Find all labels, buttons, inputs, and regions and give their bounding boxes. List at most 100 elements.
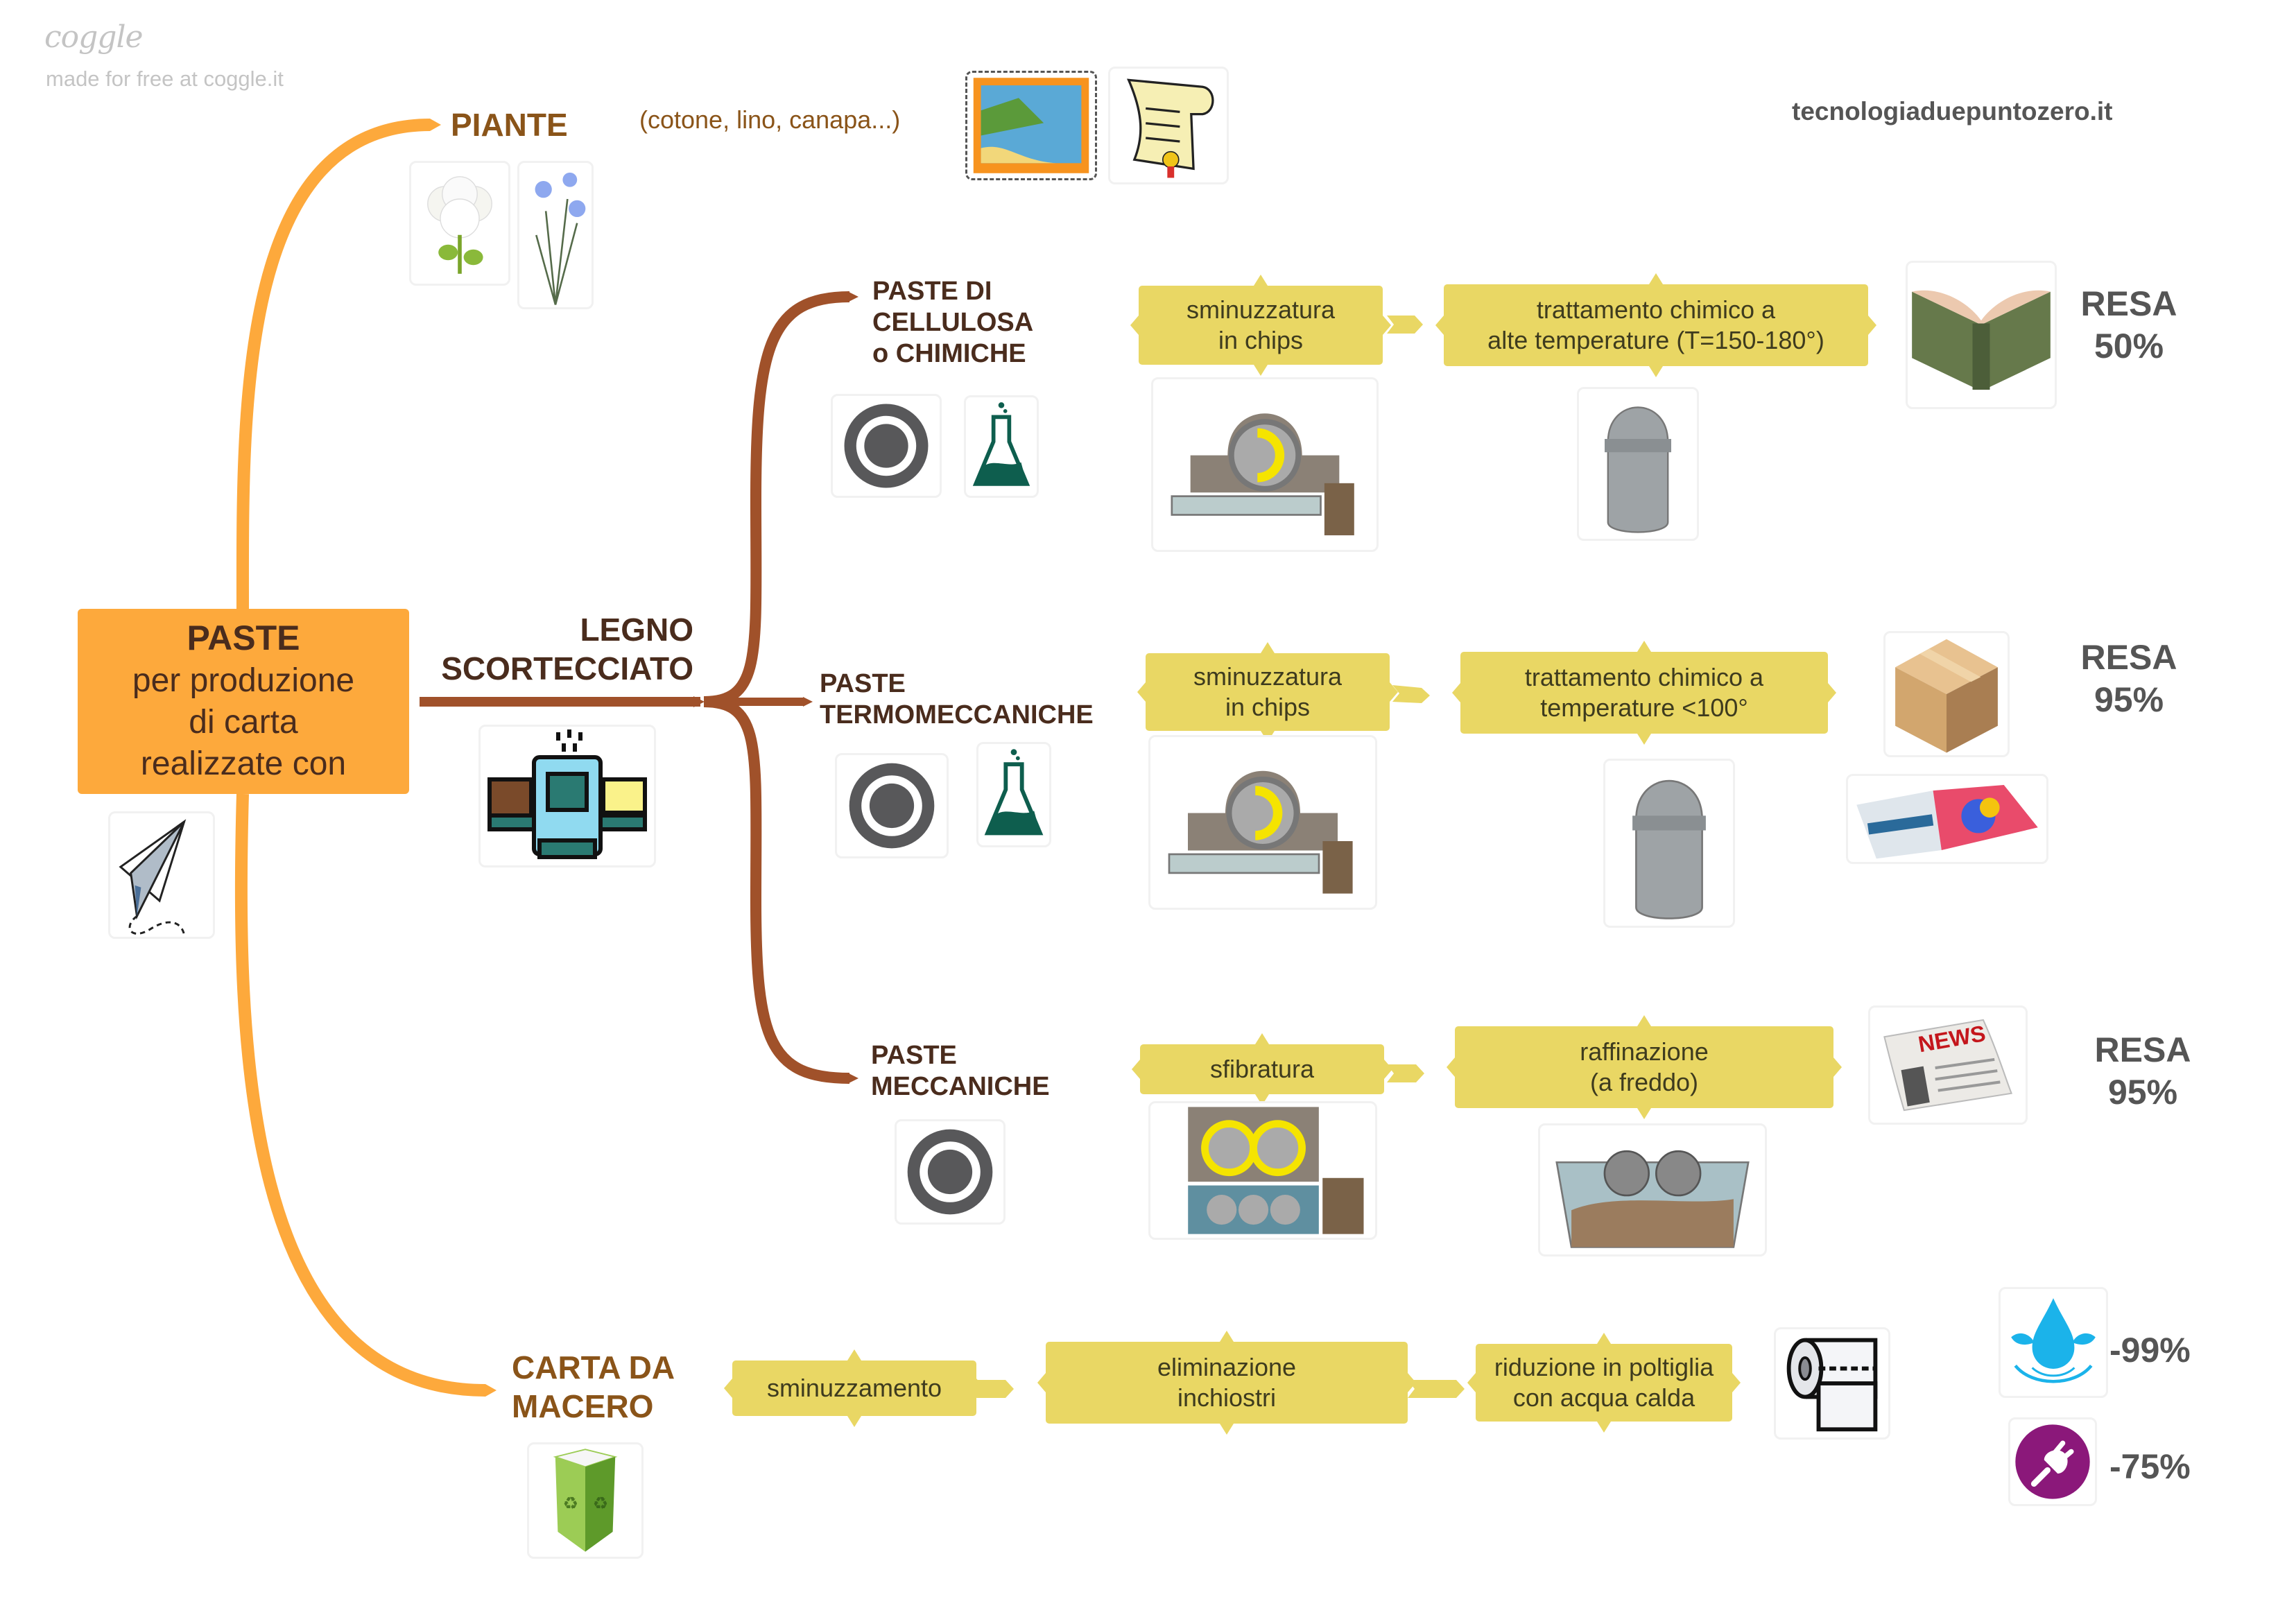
saw-blade-icon xyxy=(895,1119,1006,1225)
debarking-machine-icon xyxy=(478,725,656,867)
resa-meccaniche: RESA 95% xyxy=(2080,1029,2205,1114)
resa-cellulosa: RESA 50% xyxy=(2066,283,2191,368)
resa-value: 50% xyxy=(2094,327,2164,365)
branch-macero xyxy=(234,793,486,1397)
step-arrows xyxy=(976,316,1465,1398)
branch-cellulosa xyxy=(703,291,850,707)
step-text: alte temperature (T=150-180°) xyxy=(1487,326,1824,354)
title-line: MECCANICHE xyxy=(871,1072,1050,1101)
step-text: sfibratura xyxy=(1209,1055,1315,1083)
svg-text:♻: ♻ xyxy=(563,1494,579,1514)
step-raffinazione[interactable]: raffinazione(a freddo) xyxy=(1447,1015,1842,1119)
chipper-machine-icon xyxy=(1151,377,1379,552)
resa-label: RESA xyxy=(2080,284,2177,323)
step-text: raffinazione xyxy=(1580,1037,1709,1066)
step-text: eliminazione xyxy=(1157,1353,1297,1381)
step-sfibratura[interactable]: sfibratura xyxy=(1132,1033,1392,1105)
digester-tank-icon xyxy=(1603,759,1735,928)
energy-saving-value: -75% xyxy=(2109,1447,2191,1486)
step-text: temperature <100° xyxy=(1540,693,1748,722)
title-line: o CHIMICHE xyxy=(872,339,1026,368)
resa-value: 95% xyxy=(2094,680,2164,719)
chipper-machine-icon xyxy=(1148,735,1377,910)
root-node[interactable]: PASTE per produzione di carta realizzate… xyxy=(78,609,409,794)
saw-blade-icon xyxy=(831,394,942,498)
coggle-tagline[interactable]: made for free at coggle.it xyxy=(46,67,284,91)
root-title: PASTE xyxy=(187,619,300,657)
digester-tank-icon xyxy=(1577,387,1699,541)
cardboard-box-icon xyxy=(1883,631,2010,757)
piante-title[interactable]: PIANTE xyxy=(451,107,568,143)
step-arrow xyxy=(1387,1064,1424,1082)
resa-value: 95% xyxy=(2107,1073,2178,1112)
step-sminuzzamento[interactable]: sminuzzamento xyxy=(724,1349,985,1427)
water-drop-icon xyxy=(1999,1287,2108,1398)
meccaniche-title[interactable]: PASTE MECCANICHE xyxy=(871,1040,1050,1103)
resa-label: RESA xyxy=(2080,638,2177,677)
paper-plane-icon xyxy=(108,811,215,939)
title-line: TERMOMECCANICHE xyxy=(820,700,1094,729)
step-arrow xyxy=(976,1380,1014,1398)
cellulosa-title[interactable]: PASTE DI CELLULOSA o CHIMICHE xyxy=(872,276,1033,370)
step-text: inchiostri xyxy=(1177,1383,1277,1412)
power-plug-icon xyxy=(2008,1417,2097,1506)
newspaper-icon: NEWS xyxy=(1868,1005,2028,1125)
title-line: PASTE DI xyxy=(872,277,992,306)
toilet-paper-roll-icon xyxy=(1774,1327,1890,1440)
root-subtitle-line: per produzione xyxy=(132,662,355,699)
refiner-machine-icon xyxy=(1538,1123,1767,1256)
chemical-flask-icon xyxy=(976,742,1051,847)
branch-macero-tip xyxy=(485,1384,497,1397)
magazine-icon xyxy=(1846,774,2048,864)
legno-title-line: LEGNO xyxy=(580,612,693,648)
grinder-machine-icon xyxy=(1148,1101,1377,1240)
legno-title[interactable]: LEGNO SCORTECCIATO xyxy=(416,610,693,688)
branch-piante-tip xyxy=(430,119,441,131)
step-text: riduzione in poltiglia xyxy=(1494,1353,1714,1381)
step-arrow xyxy=(1408,1380,1465,1398)
branch-piante xyxy=(236,119,431,611)
book-icon xyxy=(1906,261,2057,409)
step-text: sminuzzatura xyxy=(1186,295,1336,324)
termomeccaniche-title[interactable]: PASTE TERMOMECCANICHE xyxy=(820,668,1094,731)
step-text: sminuzzamento xyxy=(766,1374,942,1402)
recycle-bin-icon: ♻♻ xyxy=(527,1442,644,1559)
root-subtitle-line: realizzate con xyxy=(140,745,347,782)
title-line: PASTE xyxy=(871,1041,957,1070)
flax-plant-icon xyxy=(517,161,594,309)
root-subtitle-line: di carta xyxy=(189,704,298,741)
step-text: (a freddo) xyxy=(1589,1068,1699,1096)
water-saving-value: -99% xyxy=(2109,1331,2191,1370)
macero-title[interactable]: CARTA DA MACERO xyxy=(512,1348,675,1426)
parchment-scroll-icon xyxy=(1108,67,1229,184)
step-text: sminuzzatura xyxy=(1193,662,1343,691)
resa-termomeccaniche: RESA 95% xyxy=(2066,637,2191,721)
step-text: in chips xyxy=(1225,693,1311,721)
step-text: trattamento chimico a xyxy=(1524,663,1764,691)
saw-blade-icon xyxy=(835,753,949,858)
title-line: PASTE xyxy=(820,669,906,698)
step-arrow xyxy=(1387,316,1423,334)
step-arrow xyxy=(1392,685,1430,703)
coggle-logo[interactable]: coggle xyxy=(44,19,144,55)
step-text: in chips xyxy=(1218,326,1304,354)
title-line: CELLULOSA xyxy=(872,308,1034,337)
postage-stamp-icon xyxy=(965,71,1097,180)
chemical-flask-icon xyxy=(964,395,1039,498)
site-credit: tecnologiaduepuntozero.it xyxy=(1792,97,2113,126)
step-text: trattamento chimico a xyxy=(1536,295,1776,324)
title-line: MACERO xyxy=(512,1388,654,1424)
svg-text:♻: ♻ xyxy=(593,1494,609,1514)
piante-note: (cotone, lino, canapa...) xyxy=(639,105,901,134)
legno-title-line: SCORTECCIATO xyxy=(441,650,693,686)
cotton-plant-icon xyxy=(409,161,510,286)
step-text: con acqua calda xyxy=(1512,1383,1695,1412)
title-line: CARTA DA xyxy=(512,1349,675,1385)
